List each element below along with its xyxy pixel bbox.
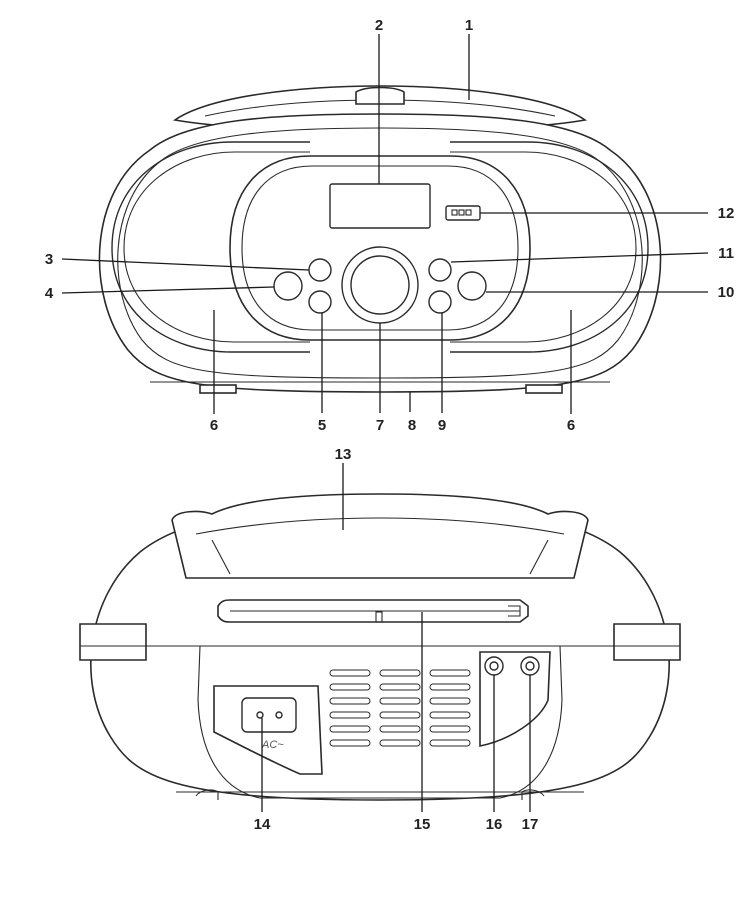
callout-17: 17 — [522, 816, 539, 833]
callout-14: 14 — [254, 816, 271, 833]
carrying-handle — [171, 493, 589, 579]
callout-15: 15 — [414, 816, 431, 833]
lcd-display — [329, 183, 431, 229]
callout-6-left: 6 — [210, 417, 218, 434]
callout-16: 16 — [486, 816, 503, 833]
lid-latch — [355, 86, 405, 105]
callout-7: 7 — [376, 417, 384, 434]
control-panel — [229, 155, 531, 341]
callout-6-right: 6 — [567, 417, 575, 434]
front-view — [98, 85, 662, 394]
button-4[interactable] — [273, 271, 303, 301]
callout-11: 11 — [718, 245, 734, 262]
front-leader-lines — [61, 34, 709, 414]
ac-label: AC~ — [261, 739, 284, 751]
rear-vents — [329, 669, 471, 747]
left-side-grip — [79, 623, 147, 661]
audio-jacks — [479, 651, 551, 747]
button-9[interactable] — [428, 290, 452, 314]
ac-power-socket: AC~ — [213, 685, 323, 775]
callout-4: 4 — [45, 285, 54, 302]
callout-5: 5 — [318, 417, 326, 434]
button-10[interactable] — [457, 271, 487, 301]
callout-10: 10 — [718, 284, 735, 301]
callout-1: 1 — [465, 17, 473, 34]
right-side-grip — [613, 623, 681, 661]
back-view: AC~ — [79, 493, 681, 801]
callout-12: 12 — [718, 205, 735, 222]
right-speaker-grille — [450, 141, 649, 353]
callout-8: 8 — [408, 417, 416, 434]
left-speaker-grille — [111, 141, 310, 353]
rear-panel — [197, 645, 563, 799]
button-5[interactable] — [308, 290, 332, 314]
back-leader-lines — [261, 463, 531, 812]
callout-3: 3 — [45, 251, 53, 268]
button-11[interactable] — [428, 258, 452, 282]
left-foot — [199, 384, 237, 394]
callout-13: 13 — [335, 446, 352, 463]
right-foot — [525, 384, 563, 394]
callout-2: 2 — [375, 17, 383, 34]
callout-9: 9 — [438, 417, 446, 434]
callout-labels: 1 2 3 4 5 6 7 8 9 6 10 11 12 13 14 15 16… — [45, 17, 735, 833]
telescopic-antenna — [217, 599, 529, 623]
